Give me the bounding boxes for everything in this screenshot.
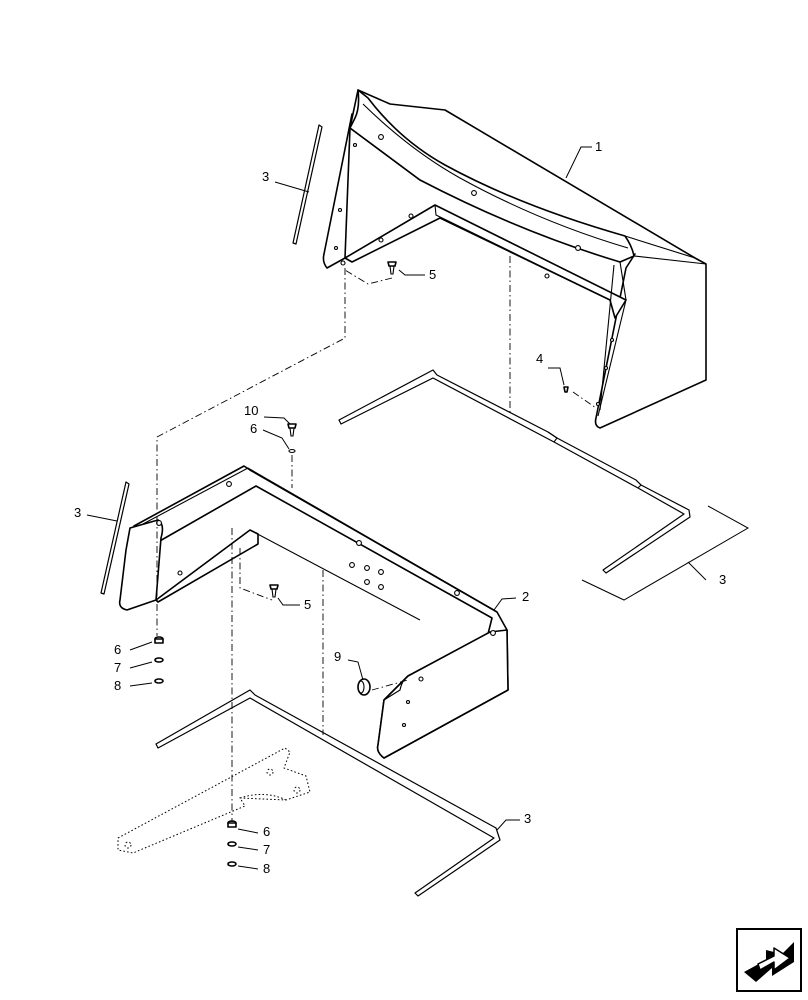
callout-9: 9: [334, 649, 341, 664]
callout-6-upper: 6: [250, 421, 257, 436]
callout-1: 1: [595, 139, 602, 154]
callout-8-left: 8: [114, 678, 121, 693]
group-bracket-3: [581, 505, 750, 601]
alignment-lines: [156, 256, 597, 822]
callout-3-bottom: 3: [524, 811, 531, 826]
next-page-arrow-icon[interactable]: [736, 928, 802, 992]
callout-6-left: 6: [114, 642, 121, 657]
part-3-seal-strips: [100, 124, 691, 897]
callout-3-right-group: 3: [719, 572, 726, 587]
callout-3-upper-left: 3: [262, 169, 269, 184]
hardware-fasteners: [154, 261, 569, 867]
callout-numbers: 1 3 5 4 10 6 3 3 5 2 6 7 8 9 3 6 7 8: [74, 139, 726, 876]
callout-4: 4: [536, 351, 543, 366]
reference-bracket-dotted: [117, 747, 311, 854]
callout-2: 2: [522, 589, 529, 604]
callout-3-lower-left: 3: [74, 505, 81, 520]
part-2-lower-housing: [118, 465, 509, 759]
part-1-upper-shroud: [322, 89, 707, 429]
leader-lines: [86, 146, 707, 870]
callout-6-bottom: 6: [263, 824, 270, 839]
callout-8-bottom: 8: [263, 861, 270, 876]
callout-5-upper: 5: [429, 267, 436, 282]
callout-10: 10: [244, 403, 258, 418]
callout-7-left: 7: [114, 660, 121, 675]
callout-5-lower: 5: [304, 597, 311, 612]
callout-7-bottom: 7: [263, 842, 270, 857]
